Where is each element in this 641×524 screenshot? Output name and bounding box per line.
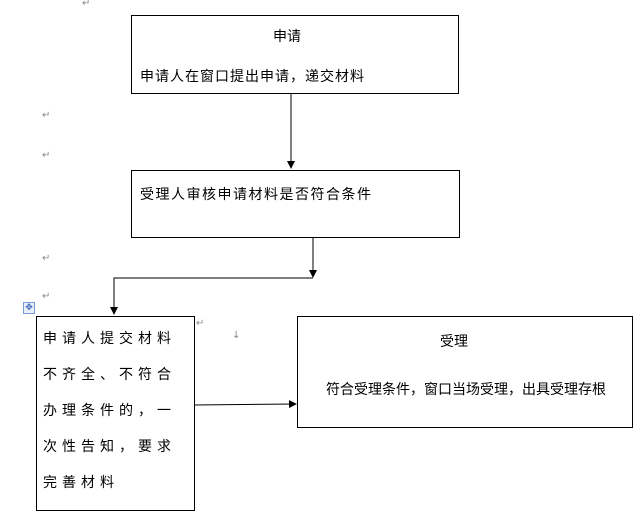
review-text: 受理人审核申请材料是否符合条件 <box>140 187 373 203</box>
paragraph-mark: ↵ <box>42 291 51 302</box>
reject-box: 申请人提交材料不齐全、不符合办理条件的，一次性告知，要求完善材料 <box>36 316 195 511</box>
paragraph-mark: ↵ <box>82 0 91 9</box>
accept-text: 符合受理条件，窗口当场受理，出具受理存根 <box>326 382 606 398</box>
accept-box: 受理 符合受理条件，窗口当场受理，出具受理存根 <box>297 316 633 428</box>
apply-text: 申请人在窗口提出申请，递交材料 <box>140 69 365 85</box>
paragraph-mark: ↵ <box>42 253 51 264</box>
review-box: 受理人审核申请材料是否符合条件 <box>131 170 460 238</box>
reject-text: 申请人提交材料不齐全、不符合办理条件的，一次性告知，要求完善材料 <box>43 331 176 491</box>
line-break-mark: ↓ <box>232 330 241 341</box>
apply-title: 申请 <box>273 29 301 45</box>
paragraph-mark: ↵ <box>196 318 205 329</box>
apply-box: 申请 申请人在窗口提出申请，递交材料 <box>131 15 459 94</box>
arrow-to-reject <box>110 277 313 315</box>
paragraph-mark: ↵ <box>42 110 51 121</box>
arrow-reject-to-accept <box>193 400 297 409</box>
table-move-handle[interactable]: ✥ <box>23 302 35 314</box>
paragraph-mark: ↵ <box>42 150 51 161</box>
accept-title: 受理 <box>440 334 468 350</box>
